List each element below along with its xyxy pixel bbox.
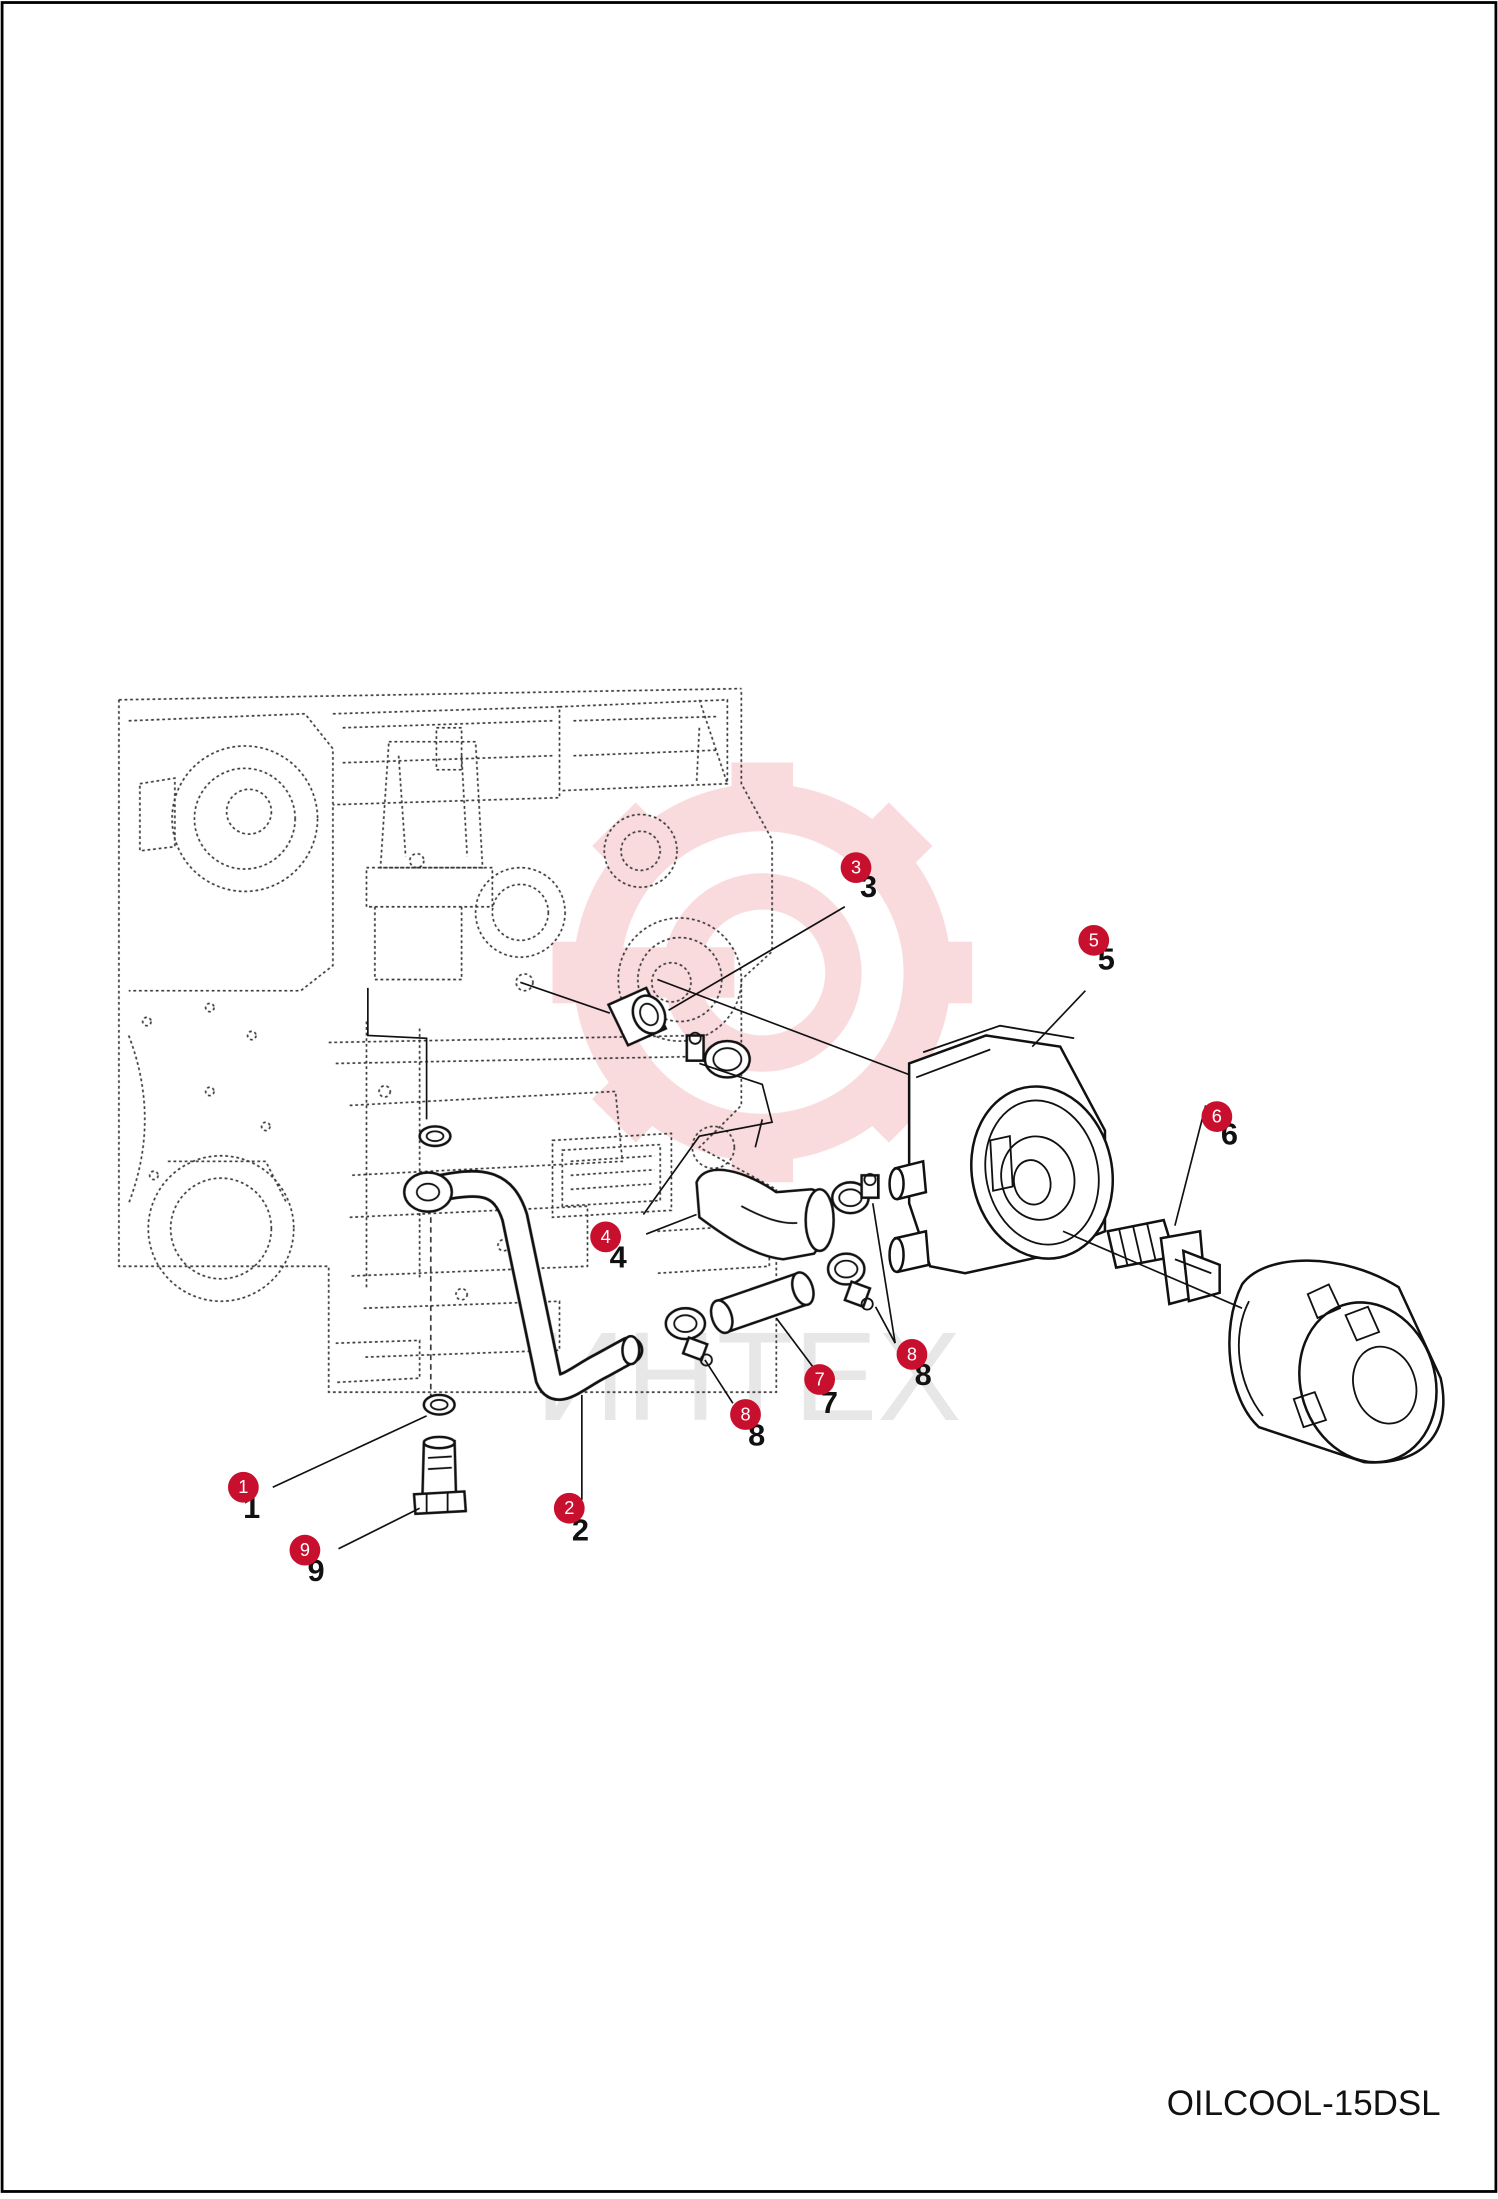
svg-text:9: 9 <box>300 1540 310 1560</box>
callout-6: 6 6 <box>1201 1101 1238 1152</box>
callout-layer: 1 1 2 2 3 3 4 4 5 5 6 6 7 <box>227 852 1238 1588</box>
elbow-hose <box>695 1168 835 1261</box>
oil-cooler <box>888 1024 1115 1275</box>
callout-4: 4 4 <box>590 1221 627 1275</box>
svg-text:4: 4 <box>601 1227 611 1247</box>
svg-text:5: 5 <box>1089 930 1099 950</box>
svg-text:3: 3 <box>851 858 861 878</box>
drawing-code: OILCOOL-15DSL <box>1167 2084 1441 2123</box>
callout-2: 2 2 <box>553 1492 589 1547</box>
banjo-bolt <box>412 1435 468 1516</box>
watermark: ИНТЕХ <box>535 762 973 1447</box>
callout-9: 9 9 <box>289 1534 325 1588</box>
oil-filter <box>1228 1259 1445 1464</box>
straight-hose <box>709 1271 815 1335</box>
callout-3: 3 3 <box>840 852 877 904</box>
svg-text:6: 6 <box>1212 1107 1222 1127</box>
callout-7: 7 7 <box>804 1364 838 1420</box>
hose-clamp-right-upper <box>830 1173 880 1215</box>
assembly-guide-lines <box>367 978 1243 1309</box>
engine-block <box>118 687 778 1393</box>
svg-text:8: 8 <box>740 1405 750 1425</box>
svg-text:7: 7 <box>815 1370 825 1390</box>
cooler-fitting-sleeve <box>606 986 668 1047</box>
svg-text:2: 2 <box>564 1498 574 1518</box>
sealing-washer-lower <box>422 1393 456 1416</box>
callout-8a: 8 8 <box>730 1399 765 1452</box>
oil-return-pipe <box>402 1169 644 1401</box>
callout-leaders <box>272 906 1207 1550</box>
cooler-center-bolt <box>1106 1218 1221 1306</box>
sealing-washer-upper <box>418 1125 452 1148</box>
callout-8b: 8 8 <box>896 1338 932 1392</box>
callout-1: 1 1 <box>227 1471 260 1525</box>
svg-text:8: 8 <box>907 1344 917 1364</box>
hose-clamp-lower-left <box>664 1306 713 1367</box>
gear-logo-icon <box>552 762 973 1183</box>
svg-text:1: 1 <box>238 1477 248 1497</box>
hose-clamp-right-lower <box>826 1252 874 1311</box>
callout-5: 5 5 <box>1078 924 1115 977</box>
